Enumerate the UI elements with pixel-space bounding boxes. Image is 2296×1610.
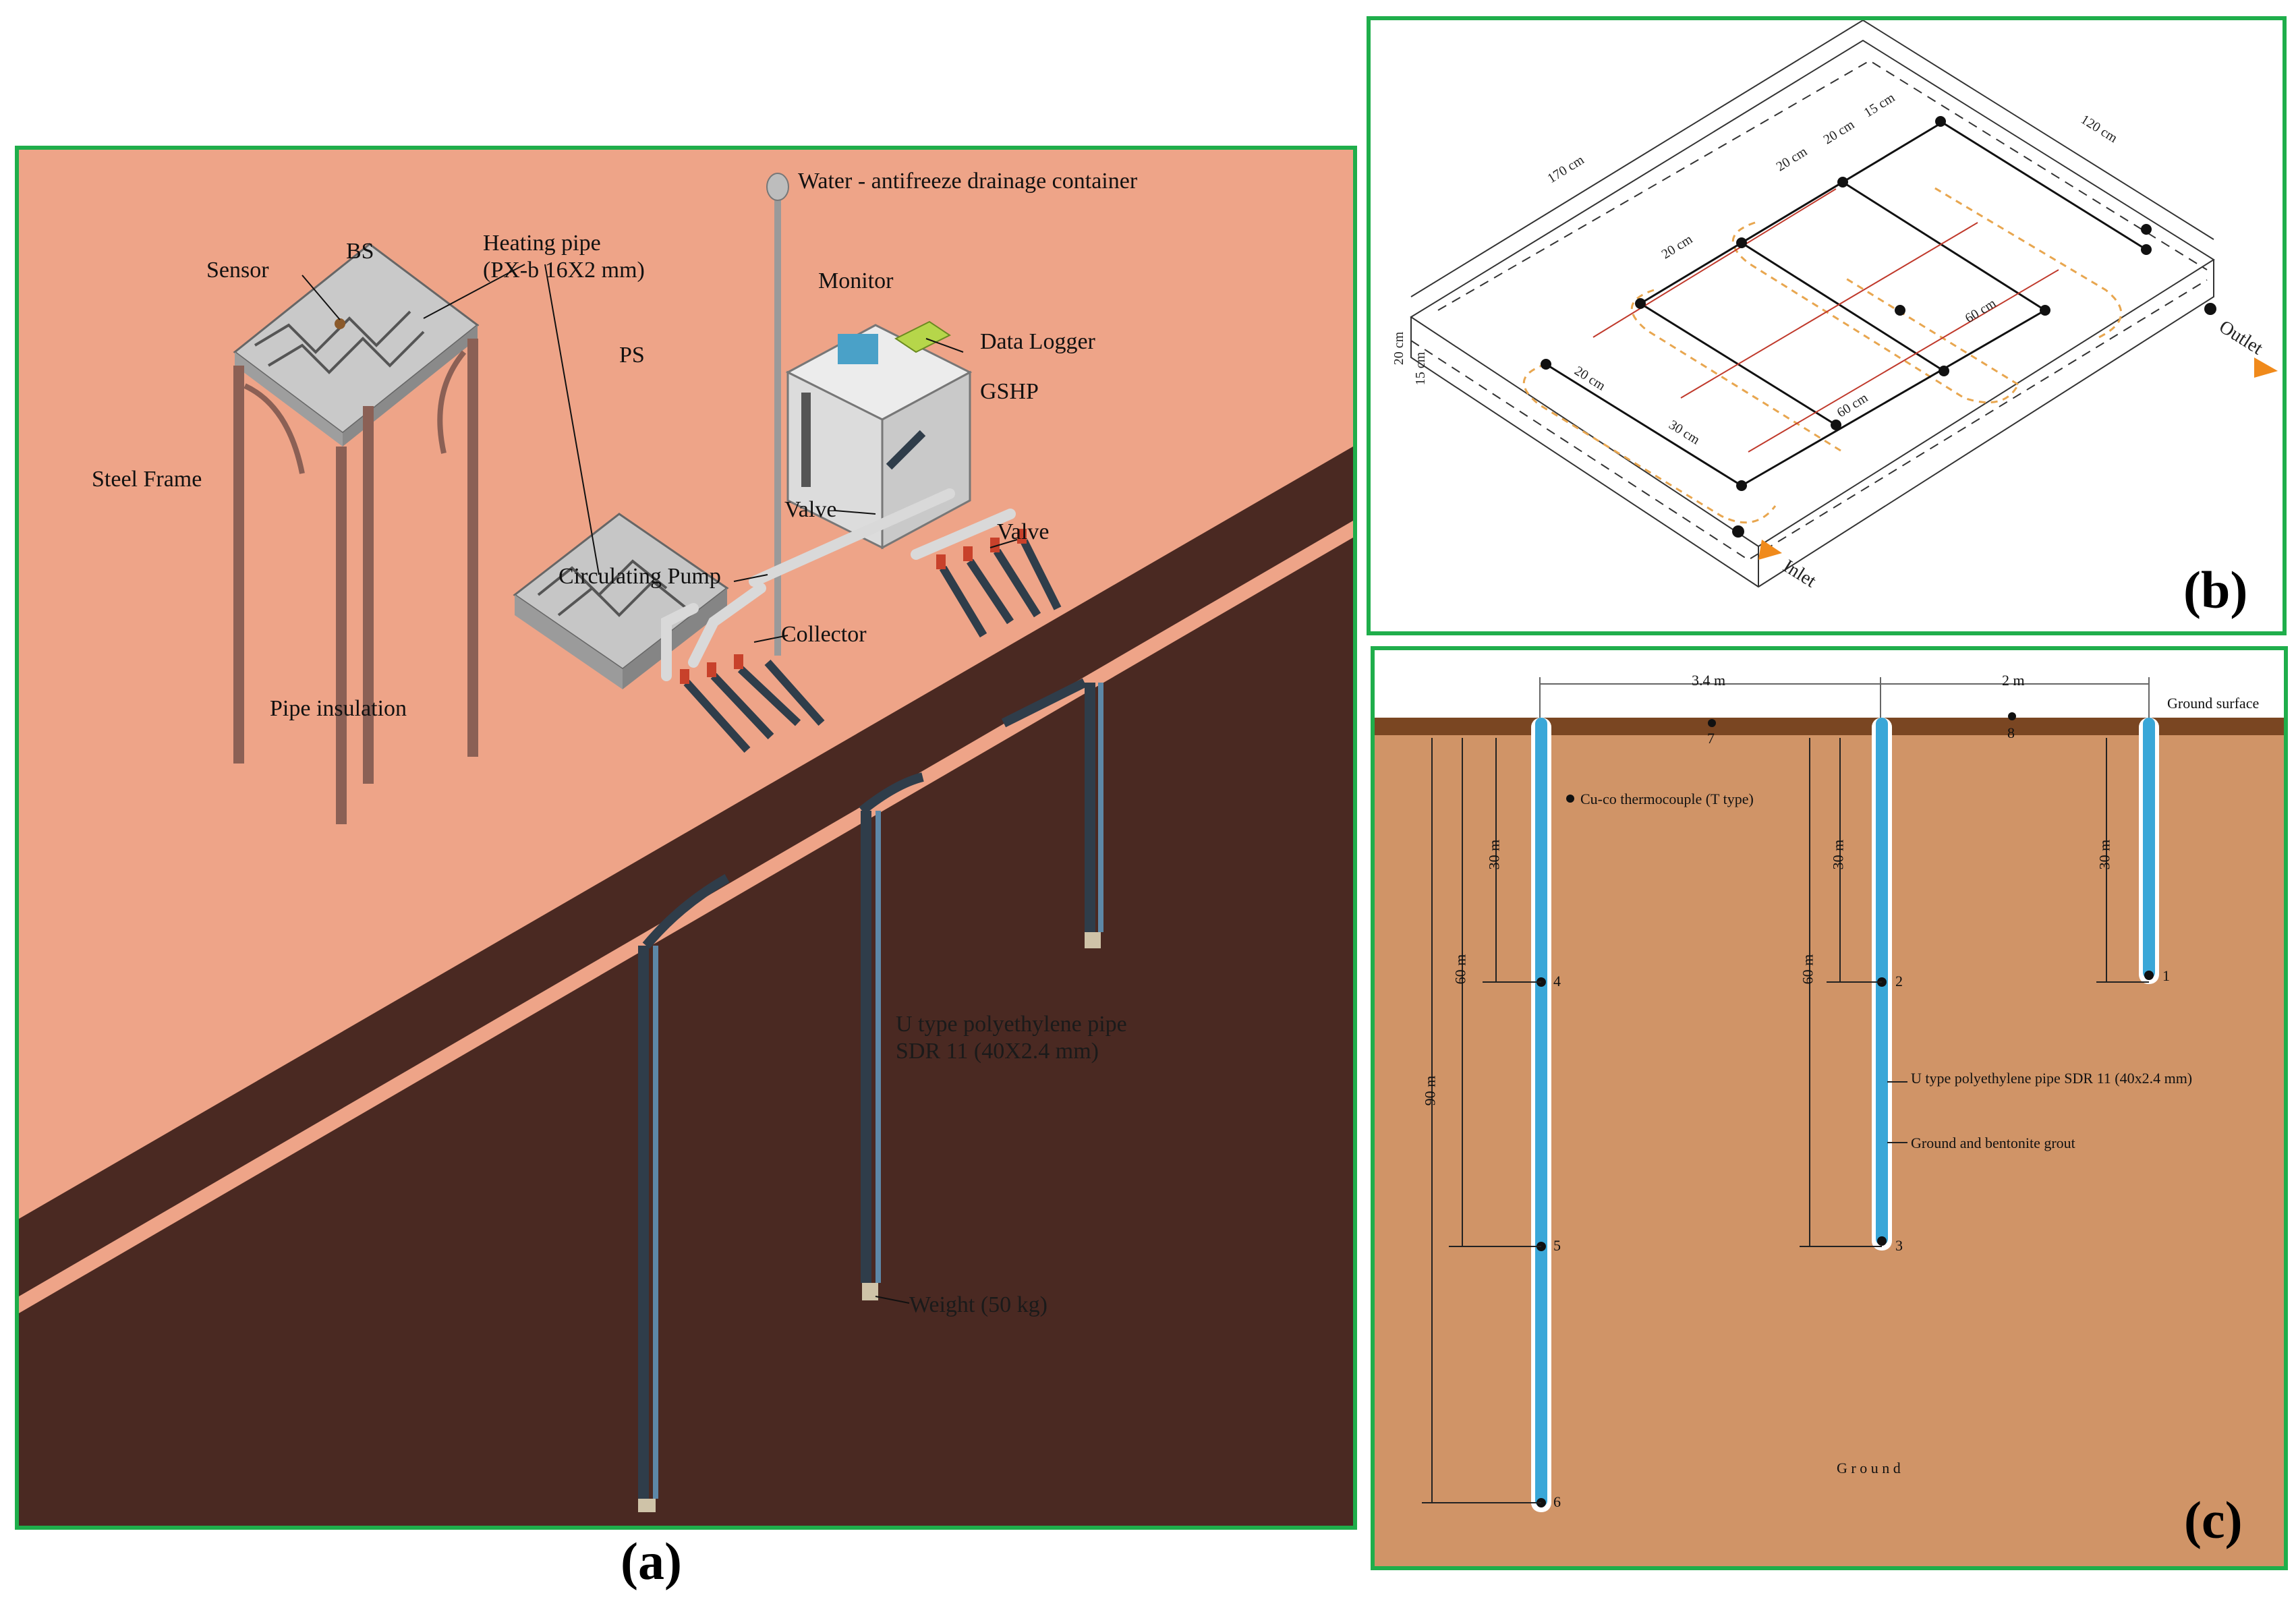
depth-dims [1422,738,2149,1503]
sensor-lines [1545,120,2147,487]
label-valve-left: Valve [784,497,837,522]
borehole-right [2139,718,2159,984]
panel-b-letter: (b) [2183,560,2248,619]
slab-box [1410,20,2215,588]
ps-slab [513,513,729,689]
label-data-logger: Data Logger [980,329,1095,354]
label-node-2: 2 [1895,973,1903,989]
drainage-container [766,173,789,201]
sensor-dots [1541,116,2216,538]
label-c-d60-mid: 60 m [1799,954,1816,985]
label-c-d60-left: 60 m [1452,954,1469,985]
label-ground-surface: Ground surface [2167,695,2260,712]
label-node-4: 4 [1553,973,1561,989]
label-thermocouple: Cu-co thermocouple (T type) [1580,790,1754,807]
panel-c-letter: (c) [2184,1491,2243,1549]
label-pipe-insulation: Pipe insulation [270,696,407,721]
label-b-h20: 20 cm [1391,331,1407,366]
supply-pipes [683,430,1062,753]
label-c-d30-right: 30 m [2096,839,2113,870]
label-collector: Collector [781,622,867,647]
boreholes [638,678,1103,1512]
label-c-2: 2 m [2002,672,2025,689]
panel-c-drawing [1375,677,2284,1566]
label-steel-frame: Steel Frame [92,467,202,492]
label-c-grout: Ground and bentonite grout [1911,1134,2075,1151]
drainage-pipe [774,190,781,656]
steel-frame [233,243,480,824]
label-u-pipe-1: U type polyethylene pipe [896,1012,1127,1037]
label-node-3: 3 [1895,1237,1903,1254]
label-c-ground: G r o u n d [1837,1460,1901,1476]
label-heating-pipe-2: (PX-b 16X2 mm) [483,258,645,283]
panel-a-system-schematic: Water - antifreeze drainage container Se… [15,146,1357,1530]
label-water-container: Water - antifreeze drainage container [798,169,1138,194]
label-node-6: 6 [1553,1493,1561,1510]
label-node-8: 8 [2007,724,2015,741]
red-lines [1592,188,2059,453]
ground-surface-layer [1375,718,2284,735]
collector-header [661,488,1016,681]
label-b-h15: 15 cm [1413,351,1429,386]
label-node-7: 7 [1707,730,1715,747]
label-c-u-pipe: U type polyethylene pipe SDR 11 (40x2.4 … [1911,1070,2193,1087]
panel-b-drawing [1410,20,2278,588]
label-node-5: 5 [1553,1237,1561,1254]
panel-b-slab-layout: 170 cm 120 cm 20 cm 20 cm 15 cm 20 cm 20… [1367,16,2287,635]
panel-a-letter: (a) [621,1532,682,1590]
label-ps: PS [619,343,645,368]
label-node-1: 1 [2162,967,2170,984]
label-c-d30-mid: 30 m [1829,839,1847,870]
label-c-34: 3.4 m [1692,672,1726,689]
label-valve-right: Valve [997,519,1050,544]
label-sensor: Sensor [206,258,269,283]
gshp-unit [785,320,973,550]
label-weight: Weight (50 kg) [909,1292,1047,1317]
leader-lines [302,264,1018,1304]
valves [680,529,1027,684]
slab-dashed [1410,59,2208,561]
heating-loops [1522,184,2123,524]
panel-c-borehole-section: 3.4 m 2 m Ground surface Cu-co thermocou… [1371,646,2288,1570]
flow-arrows [1758,357,2278,560]
label-c-d90-left: 90 m [1421,1075,1439,1106]
label-monitor: Monitor [818,268,894,293]
soil-body [1375,718,2284,1566]
label-u-pipe-2: SDR 11 (40X2.4 mm) [896,1039,1099,1064]
label-gshp: GSHP [980,379,1039,404]
spacing-dims [1539,677,2150,718]
label-circulating-pump: Circulating Pump [558,564,721,589]
panel-a-drawing [19,173,1353,1526]
borehole-left [1531,718,1551,1512]
label-heating-pipe-1: Heating pipe [483,231,601,256]
label-bs: BS [346,239,374,264]
label-c-d30-left: 30 m [1485,839,1503,870]
